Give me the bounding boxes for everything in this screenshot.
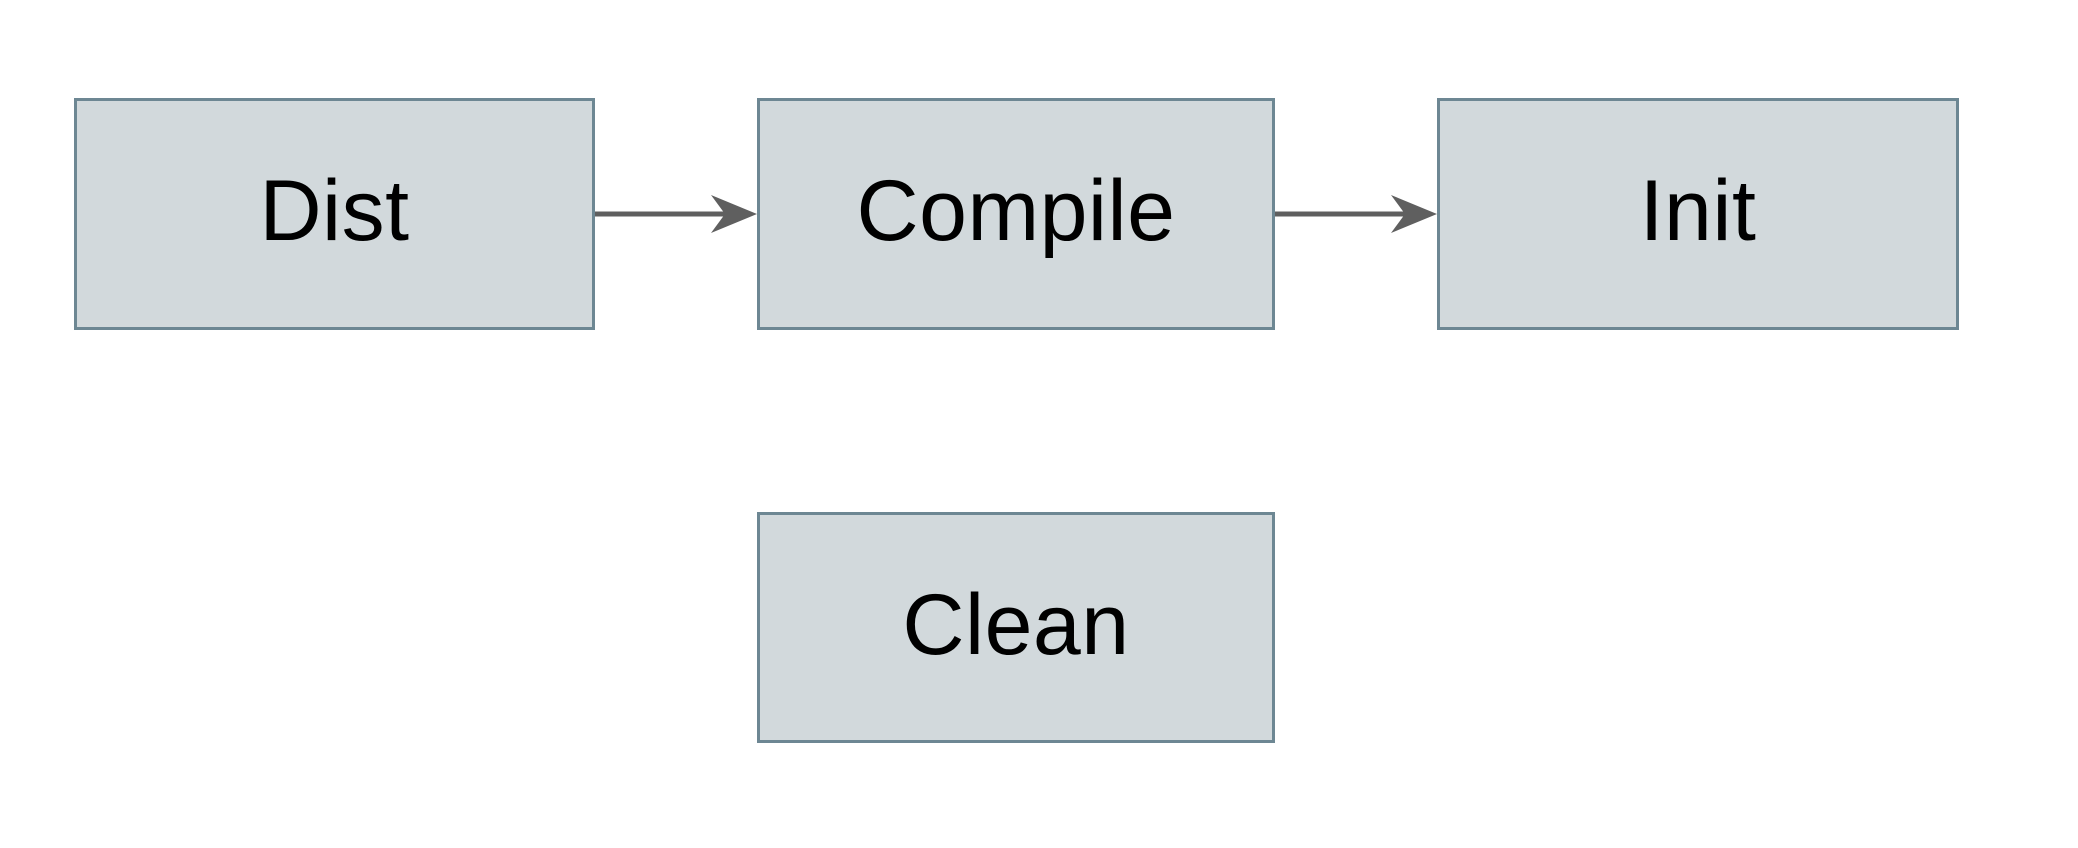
node-compile-label: Compile: [856, 163, 1176, 259]
node-init-label: Init: [1639, 163, 1757, 259]
node-init: Init: [1437, 98, 1959, 330]
node-compile: Compile: [757, 98, 1275, 330]
node-dist-label: Dist: [259, 163, 410, 259]
arrow-compile-to-init-icon: [1275, 195, 1437, 233]
node-clean-label: Clean: [902, 576, 1130, 673]
node-clean: Clean: [757, 512, 1275, 743]
node-dist: Dist: [74, 98, 595, 330]
arrow-dist-to-compile-icon: [595, 195, 757, 233]
